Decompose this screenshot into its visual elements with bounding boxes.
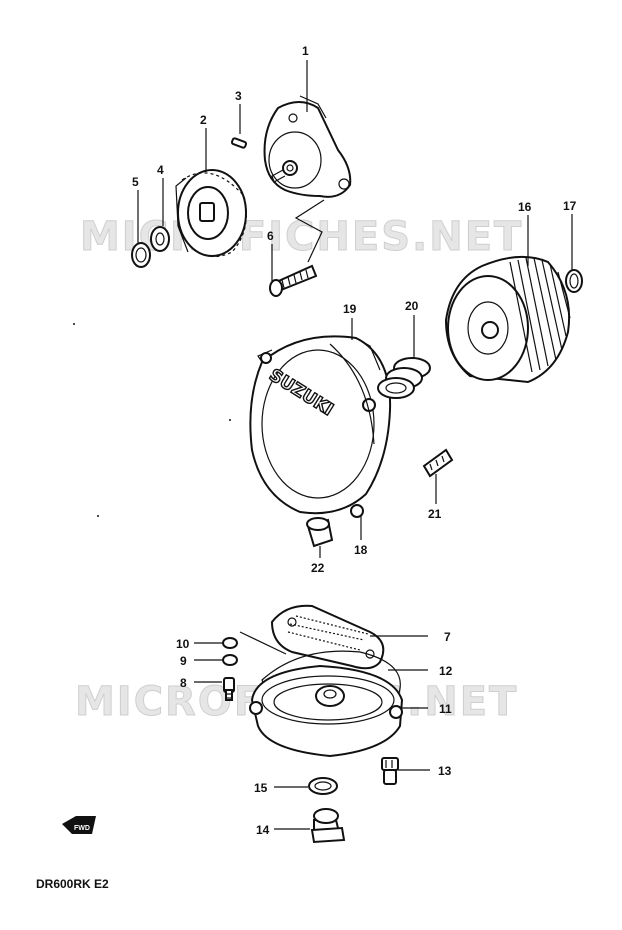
assembly-line-gasket-washers [239, 631, 287, 655]
oil-pump-body [263, 95, 352, 198]
oil-strainer-pan [249, 664, 404, 758]
drive-gear [175, 169, 247, 258]
callout-6: 6 [267, 229, 274, 243]
cap-nut [306, 517, 334, 548]
callout-4: 4 [157, 163, 164, 177]
callout-22: 22 [311, 561, 325, 575]
lock-washer-9 [222, 654, 238, 666]
filter-cover: SUZUKI [249, 335, 392, 518]
callout-3: 3 [235, 89, 242, 103]
pump-screw [269, 264, 318, 297]
callout-7: 7 [444, 630, 451, 644]
drain-plug [310, 808, 346, 844]
callout-15: 15 [254, 781, 268, 795]
washer-10 [222, 637, 238, 649]
callout-21: 21 [428, 507, 442, 521]
front-arrow-icon: FWD [62, 816, 96, 834]
bolt-8 [223, 677, 235, 701]
callout-18: 18 [354, 543, 368, 557]
callout-1: 1 [302, 44, 309, 58]
callout-5: 5 [132, 175, 139, 189]
bolt-13 [381, 757, 399, 785]
dowel-pin [230, 137, 248, 149]
callout-10: 10 [176, 637, 190, 651]
washer [150, 226, 170, 252]
filter-o-ring [565, 269, 583, 293]
callout-11: 11 [439, 702, 452, 716]
front-arrow-label: FWD [74, 825, 90, 832]
circlip [131, 242, 151, 268]
drain-washer [308, 777, 338, 795]
callout-13: 13 [438, 764, 452, 778]
callout-12: 12 [439, 664, 453, 678]
watermark-top: MICROFICHES.NET [80, 214, 523, 260]
assembly-line-pump-bolt [294, 199, 325, 263]
cover-stud [422, 448, 454, 478]
callout-20: 20 [405, 299, 419, 313]
callout-14: 14 [256, 823, 270, 837]
callout-16: 16 [518, 200, 532, 214]
strainer-gasket [270, 604, 385, 670]
callout-8: 8 [180, 676, 187, 690]
oil-filter [444, 255, 571, 384]
filter-spring [377, 357, 431, 399]
callout-19: 19 [343, 302, 357, 316]
callout-17: 17 [563, 199, 577, 213]
model-code: DR600RK E2 [36, 877, 109, 891]
callout-2: 2 [200, 113, 207, 127]
callout-9: 9 [180, 654, 187, 668]
